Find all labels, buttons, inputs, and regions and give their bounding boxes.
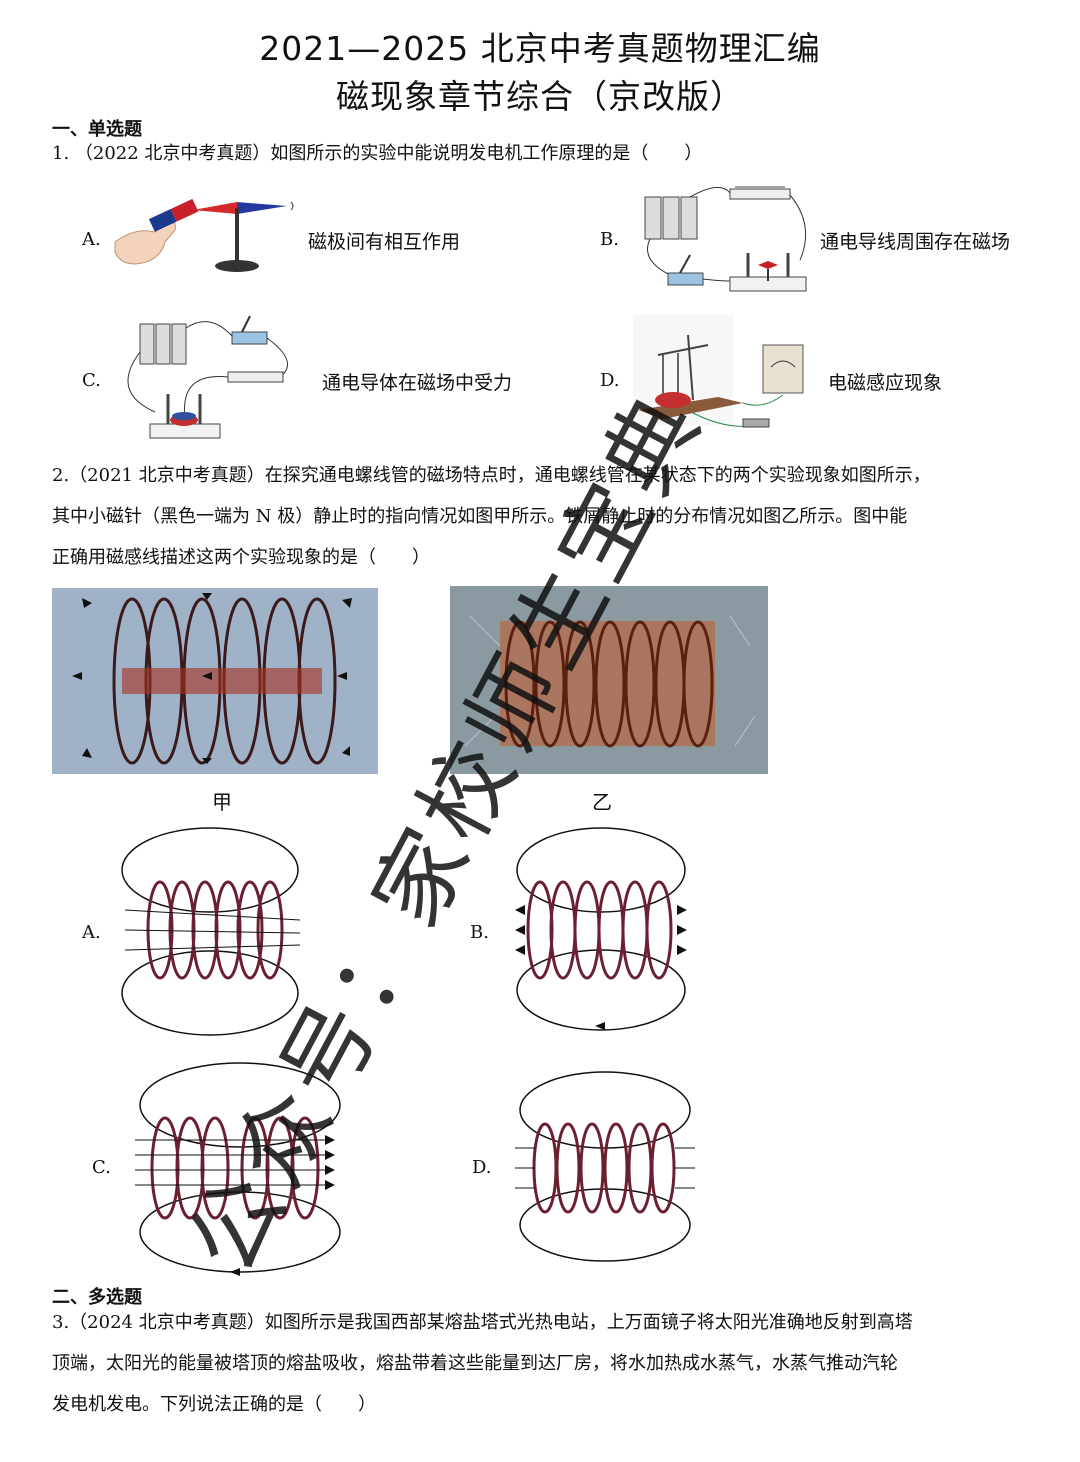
- figure-magnet-needle: [114, 198, 294, 272]
- q1-option-a-desc: 磁极间有相互作用: [308, 231, 461, 253]
- photo-compass-solenoid: [52, 588, 378, 774]
- q3-stem-line1: 3.（2024 北京中考真题）如图所示是我国西部某熔盐塔式光热电站，上万面镜子将…: [52, 1312, 913, 1333]
- q2-stem-line3: 正确用磁感线描述这两个实验现象的是（ ）: [52, 547, 430, 568]
- page-subtitle: 磁现象章节综合（京改版）: [336, 77, 744, 116]
- photo-iron-filings-solenoid: [450, 586, 768, 774]
- q2-option-a-label: A.: [82, 922, 101, 943]
- q2-stem-line2: 其中小磁针（黑色一端为 N 极）静止时的指向情况如图甲所示。铁屑静止时的分布情况…: [52, 506, 908, 527]
- q1-option-a-label: A.: [82, 229, 101, 250]
- q1-stem: 1. （2022 北京中考真题）如图所示的实验中能说明发电机工作原理的是（ ）: [52, 143, 703, 164]
- section-heading-multi-choice: 二、多选题: [52, 1287, 142, 1308]
- figure-motor-principle: [127, 315, 289, 439]
- q1-option-c-desc: 通电导体在磁场中受力: [322, 372, 513, 394]
- figure-induction-experiment: [633, 315, 804, 428]
- page-title: 2021—2025 北京中考真题物理汇编: [259, 29, 821, 68]
- q1-option-d-desc: 电磁感应现象: [828, 372, 943, 394]
- q1-option-d-label: D.: [600, 370, 620, 391]
- q2-option-c-label: C.: [92, 1157, 111, 1178]
- q1-option-b-label: B.: [600, 229, 619, 250]
- photo-caption-jia: 甲: [212, 790, 232, 814]
- q3-stem-line3: 发电机发电。下列说法正确的是（ ）: [52, 1394, 376, 1415]
- q3-stem-line2: 顶端，太阳光的能量被塔顶的熔盐吸收，熔盐带着这些能量到达厂房，将水加热成水蒸气，…: [52, 1353, 898, 1374]
- q1-option-b-desc: 通电导线周围存在磁场: [820, 231, 1011, 253]
- q2-stem-line1: 2.（2021 北京中考真题）在探究通电螺线管的磁场特点时，通电螺线管在某状态下…: [52, 465, 931, 486]
- photo-caption-yi: 乙: [592, 790, 612, 814]
- q1-option-c-label: C.: [82, 370, 101, 391]
- solenoid-field-figure-a: [121, 827, 301, 1036]
- solenoid-field-figure-c: [135, 1062, 341, 1276]
- q2-option-d-label: D.: [472, 1157, 492, 1178]
- q2-option-b-label: B.: [470, 922, 489, 943]
- solenoid-field-figure-b: [515, 827, 687, 1031]
- solenoid-field-figure-d: [515, 1071, 695, 1262]
- section-heading-single-choice: 一、单选题: [52, 119, 142, 140]
- figure-oersted-experiment: [644, 186, 807, 292]
